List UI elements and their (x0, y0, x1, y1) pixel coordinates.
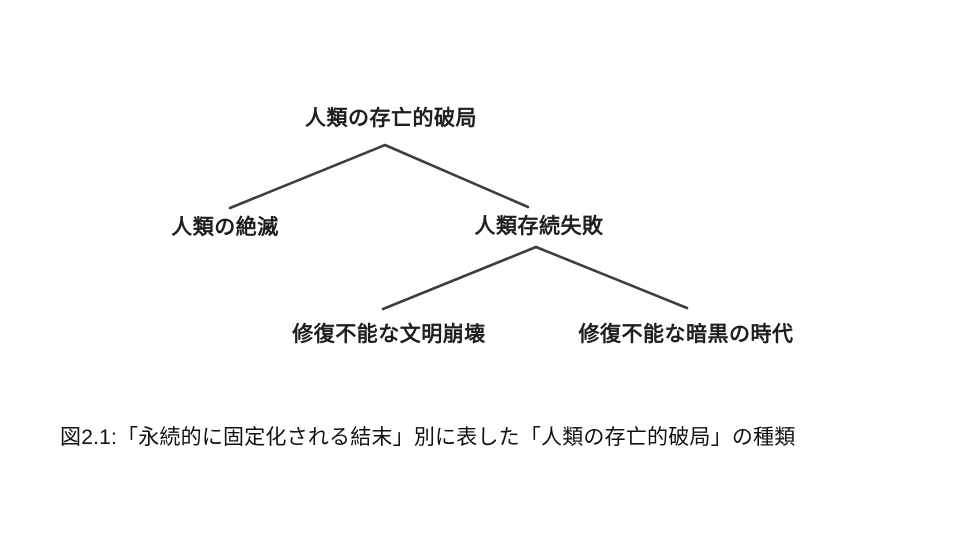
node-human-extinction: 人類の絶滅 (171, 216, 279, 239)
edge-survival-branches (381, 245, 689, 311)
node-survival-failure: 人類存続失敗 (474, 215, 604, 238)
node-civilization-collapse: 修復不能な文明崩壊 (292, 323, 486, 346)
node-existential-catastrophe: 人類の存亡的破局 (305, 107, 477, 130)
node-dark-age: 修復不能な暗黒の時代 (578, 323, 794, 346)
figure-caption: 図2.1:「永続的に固定化される結末」別に表した「人類の存亡的破局」の種類 (60, 426, 796, 449)
edge-root-branches (228, 143, 530, 210)
